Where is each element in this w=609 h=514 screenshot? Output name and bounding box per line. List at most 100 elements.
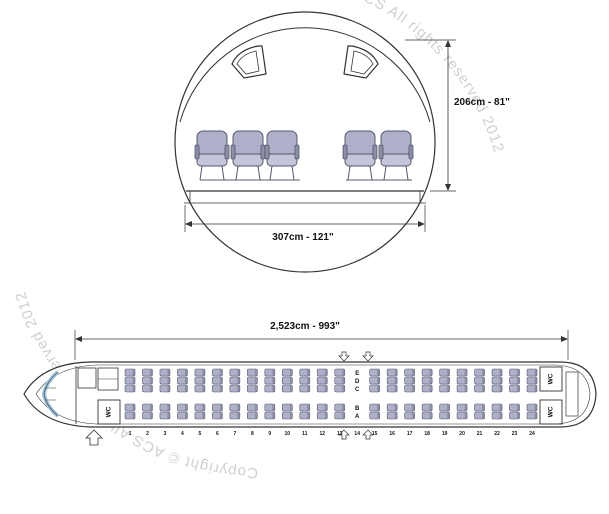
seat-11-C — [299, 384, 311, 393]
seat-7-C — [229, 384, 241, 393]
row-number-9: 9 — [268, 431, 271, 437]
seat-4-C — [177, 384, 188, 393]
seat-10-D — [282, 376, 293, 385]
seat-17-D — [404, 376, 415, 385]
seat-19-B — [439, 403, 450, 412]
row-number-13: 13 — [337, 431, 343, 437]
seat-22-B — [491, 403, 503, 412]
seat-19-C — [439, 384, 450, 393]
seat-8-D — [247, 376, 258, 385]
seat-20-B — [456, 403, 468, 412]
seat-16-D — [386, 376, 398, 385]
seat-16-B — [386, 403, 398, 412]
row-number-23: 23 — [512, 431, 518, 437]
seat-16-E — [386, 368, 398, 377]
seat-23-B — [509, 403, 520, 412]
seat-10-E — [282, 368, 293, 377]
seat-23-A — [509, 411, 520, 420]
exit-arrows — [85, 351, 374, 446]
seat-10-A — [282, 411, 293, 420]
seat-13-A — [334, 411, 346, 420]
seat-24-B — [526, 403, 538, 412]
seat-11-D — [299, 376, 311, 385]
height-dimension: 206cm - 81" — [405, 39, 510, 192]
seat-11-A — [299, 411, 311, 420]
seat-2-D — [142, 376, 153, 385]
seat-6-C — [212, 384, 223, 393]
seat-12-D — [316, 376, 328, 385]
seat-8-A — [247, 411, 258, 420]
exit-arrow-overwing-right-1 — [338, 429, 350, 440]
seat-4-E — [177, 368, 188, 377]
row-number-1: 1 — [129, 431, 132, 437]
seat-7-D — [229, 376, 241, 385]
row-number-5: 5 — [199, 431, 202, 437]
seat-21-E — [474, 368, 485, 377]
seat-21-B — [474, 403, 485, 412]
seat-7-E — [229, 368, 241, 377]
seat-16-C — [386, 384, 398, 393]
seat-24-D — [526, 376, 538, 385]
seat-10-C — [282, 384, 293, 393]
seat-front-2 — [230, 130, 266, 181]
seat-21-C — [474, 384, 485, 393]
row-number-2: 2 — [146, 431, 149, 437]
width-label: 307cm - 121" — [272, 232, 334, 243]
seat-21-D — [474, 376, 485, 385]
seat-1-D — [124, 376, 136, 385]
seat-8-C — [247, 384, 258, 393]
seat-15-B — [369, 403, 380, 412]
row-number-11: 11 — [302, 431, 308, 437]
seat-3-E — [159, 368, 171, 377]
row-number-22: 22 — [494, 431, 500, 437]
length-dimension: 2,523cm - 993" — [74, 321, 569, 360]
seat-23-C — [509, 384, 520, 393]
seat-1-C — [124, 384, 136, 393]
seat-13-E — [334, 368, 346, 377]
seat-8-B — [247, 403, 258, 412]
lavatory-rear: WC — [539, 366, 563, 392]
row-number-24: 24 — [529, 431, 535, 437]
seat-16-A — [386, 411, 398, 420]
overhead-bin-left — [231, 45, 267, 79]
seat-22-D — [491, 376, 503, 385]
row-number-15: 15 — [372, 431, 378, 437]
seat-9-B — [264, 403, 276, 412]
width-dimension: 307cm - 121" — [184, 205, 426, 243]
galley-rear — [565, 371, 579, 417]
seat-6-E — [212, 368, 223, 377]
seat-5-D — [194, 376, 206, 385]
seat-letter-E: E — [355, 371, 359, 377]
seat-1-A — [124, 411, 136, 420]
seat-7-B — [229, 403, 241, 412]
seat-letter-C: C — [355, 387, 360, 393]
length-label: 2,523cm - 993" — [270, 321, 340, 332]
seat-12-C — [316, 384, 328, 393]
seat-24-A — [526, 411, 538, 420]
seat-15-C — [369, 384, 380, 393]
exit-arrow-overwing-right-2 — [362, 429, 374, 440]
seat-9-A — [264, 411, 276, 420]
seat-24-C — [526, 384, 538, 393]
seat-12-A — [316, 411, 328, 420]
seat-2-C — [142, 384, 153, 393]
lavatory-front: WC — [97, 399, 121, 425]
seat-4-D — [177, 376, 188, 385]
fuselage-cross-section: 206cm - 81" 307cm - 121" — [174, 11, 510, 273]
seat-17-C — [404, 384, 415, 393]
seat-5-B — [194, 403, 206, 412]
galley-front — [77, 367, 119, 391]
seat-18-D — [421, 376, 433, 385]
seat-13-B — [334, 403, 346, 412]
seat-9-E — [264, 368, 276, 377]
seat-15-D — [369, 376, 380, 385]
seat-3-B — [159, 403, 171, 412]
seat-front-4 — [342, 130, 378, 181]
seat-20-C — [456, 384, 468, 393]
seat-9-C — [264, 384, 276, 393]
exit-arrow-overwing-left-1 — [338, 351, 350, 362]
row-number-4: 4 — [181, 431, 184, 437]
seat-17-B — [404, 403, 415, 412]
seat-2-B — [142, 403, 153, 412]
